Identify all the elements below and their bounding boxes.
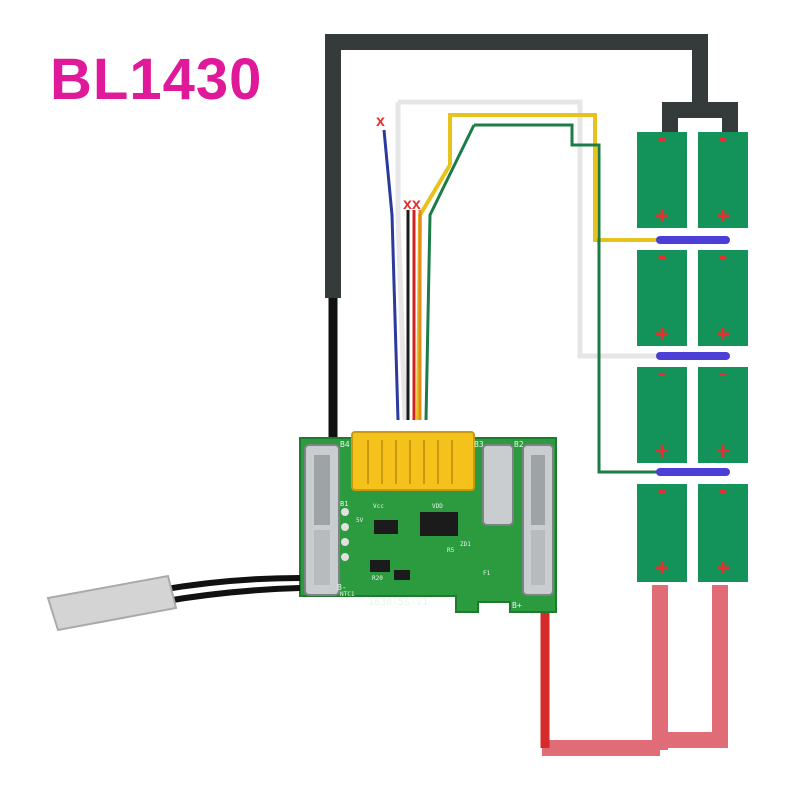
cell-positive-mark: + (716, 438, 730, 465)
green-wire (424, 123, 660, 474)
battery-cell (637, 367, 687, 463)
pcb-pin-b-minus: B- (337, 583, 347, 592)
cell-negative-mark: - (658, 357, 667, 387)
pcb-pad (341, 523, 349, 531)
cell-positive-mark: + (716, 321, 730, 348)
pcb-ntc-label: NTC1 (340, 591, 355, 598)
cell-positive-mark: + (655, 555, 669, 582)
blue-wire (382, 129, 400, 421)
cell-links (656, 236, 730, 476)
battery-cell (698, 484, 748, 582)
cell-negative-mark: - (719, 357, 728, 387)
ntc-sensor (46, 574, 301, 632)
yellow-wire (416, 113, 660, 421)
battery-cell (698, 132, 748, 228)
cell-negative-mark: - (658, 240, 667, 270)
pcb-pad (341, 508, 349, 516)
connector-pins (367, 440, 453, 484)
battery-cell (637, 484, 687, 582)
pcb-pad (341, 553, 349, 561)
battery-cell (637, 250, 687, 346)
pcb-board-label: 1830-5S-V1 (368, 597, 428, 608)
cell-polarity-marks: - - + + - - + + - - + + - - + + (655, 122, 730, 582)
cell-positive-mark: + (655, 438, 669, 465)
cut-mark-red-orange-wires: xx (403, 196, 421, 213)
thick-positive-wire (542, 585, 728, 756)
pcb-pin-b-plus: B+ (512, 601, 522, 610)
pcb-label-vdd: VDD (432, 503, 443, 510)
cell-negative-mark: - (658, 122, 667, 152)
pcb-board: 1830-5S-V1 B4 B3 B2 B1 B- B+ NTC1 5V VDD… (299, 431, 557, 613)
cell-negative-mark: - (658, 474, 667, 504)
pcb-label-r20: R20 (372, 575, 383, 582)
pcb-chip (394, 570, 410, 580)
pcb-pin-b1: B1 (340, 500, 348, 508)
battery-cell (637, 132, 687, 228)
battery-cell (698, 250, 748, 346)
cell-negative-mark: - (719, 122, 728, 152)
cell-negative-mark: - (719, 474, 728, 504)
diagram-title: BL1430 (50, 47, 263, 112)
pcb-label-5v: 5V (356, 517, 364, 524)
ntc-sensor-body (46, 574, 178, 632)
pcb-chip (420, 512, 458, 536)
pcb-label-r5: R5 (447, 547, 455, 554)
thick-negative-wire (325, 34, 738, 298)
pcb-chip (374, 520, 398, 534)
pcb-pin-b4: B4 (340, 440, 350, 449)
pcb-label-zd1: ZD1 (460, 541, 471, 548)
pcb-pad (341, 538, 349, 546)
pcb-label-f1: F1 (483, 570, 491, 577)
battery-pack (637, 132, 748, 582)
cell-positive-mark: + (716, 203, 730, 230)
pcb-pin-b2: B2 (514, 440, 524, 449)
pcb-chip (370, 560, 390, 572)
white-wire (395, 99, 660, 421)
terminal-b3 (482, 444, 514, 526)
ntc-sensor-wire (159, 575, 301, 605)
cell-positive-mark: + (655, 321, 669, 348)
cell-positive-mark: + (655, 203, 669, 230)
balance-connector (351, 431, 475, 491)
pcb-pin-b3: B3 (474, 440, 484, 449)
cell-negative-mark: - (719, 240, 728, 270)
cut-mark-blue-wire: x (376, 113, 385, 130)
pcb-label-vcc: Vcc (373, 503, 384, 510)
battery-cell (698, 367, 748, 463)
cell-positive-mark: + (716, 555, 730, 582)
